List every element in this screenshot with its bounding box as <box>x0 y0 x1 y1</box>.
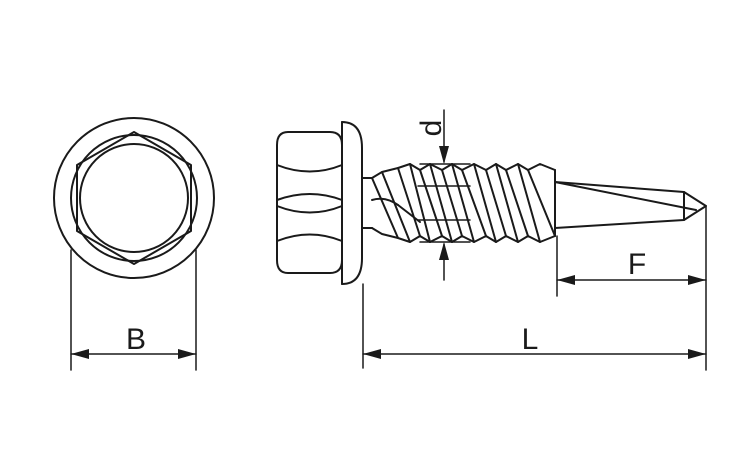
hex-flat-curve-middle-a <box>276 193 343 201</box>
l-arrow-right <box>688 349 706 359</box>
head-end-view <box>53 117 215 279</box>
l-arrow-left <box>363 349 381 359</box>
drill-flute-line <box>554 181 697 211</box>
dimension-b: B <box>70 249 197 371</box>
f-arrow-right <box>688 275 706 285</box>
washer-outer-circle <box>53 117 215 279</box>
d-arrow-bottom <box>439 242 449 260</box>
f-arrow-left <box>557 275 575 285</box>
f-label: F <box>628 248 646 281</box>
hex-flat-curve-upper <box>276 164 343 173</box>
b-label: B <box>126 323 146 356</box>
b-arrow-right <box>178 349 196 359</box>
thread-flanks <box>371 163 556 243</box>
hex-head-side <box>276 131 343 274</box>
d-label: d <box>415 120 448 137</box>
hex-flat-curve-lower <box>276 233 343 242</box>
b-arrow-left <box>71 349 89 359</box>
screw-side-view <box>276 121 707 285</box>
d-arrow-top <box>439 146 449 164</box>
hex-flat-curve-middle-b <box>276 205 343 214</box>
dimension-l: L <box>362 283 707 369</box>
dimension-f: F <box>556 205 707 371</box>
hex-outline <box>76 131 192 265</box>
dimension-d: d <box>415 109 471 281</box>
washer-flange-side <box>341 121 363 285</box>
l-label: L <box>522 323 539 356</box>
hex-inner-circle <box>79 143 189 253</box>
hex-chamfer-circle <box>70 134 198 262</box>
